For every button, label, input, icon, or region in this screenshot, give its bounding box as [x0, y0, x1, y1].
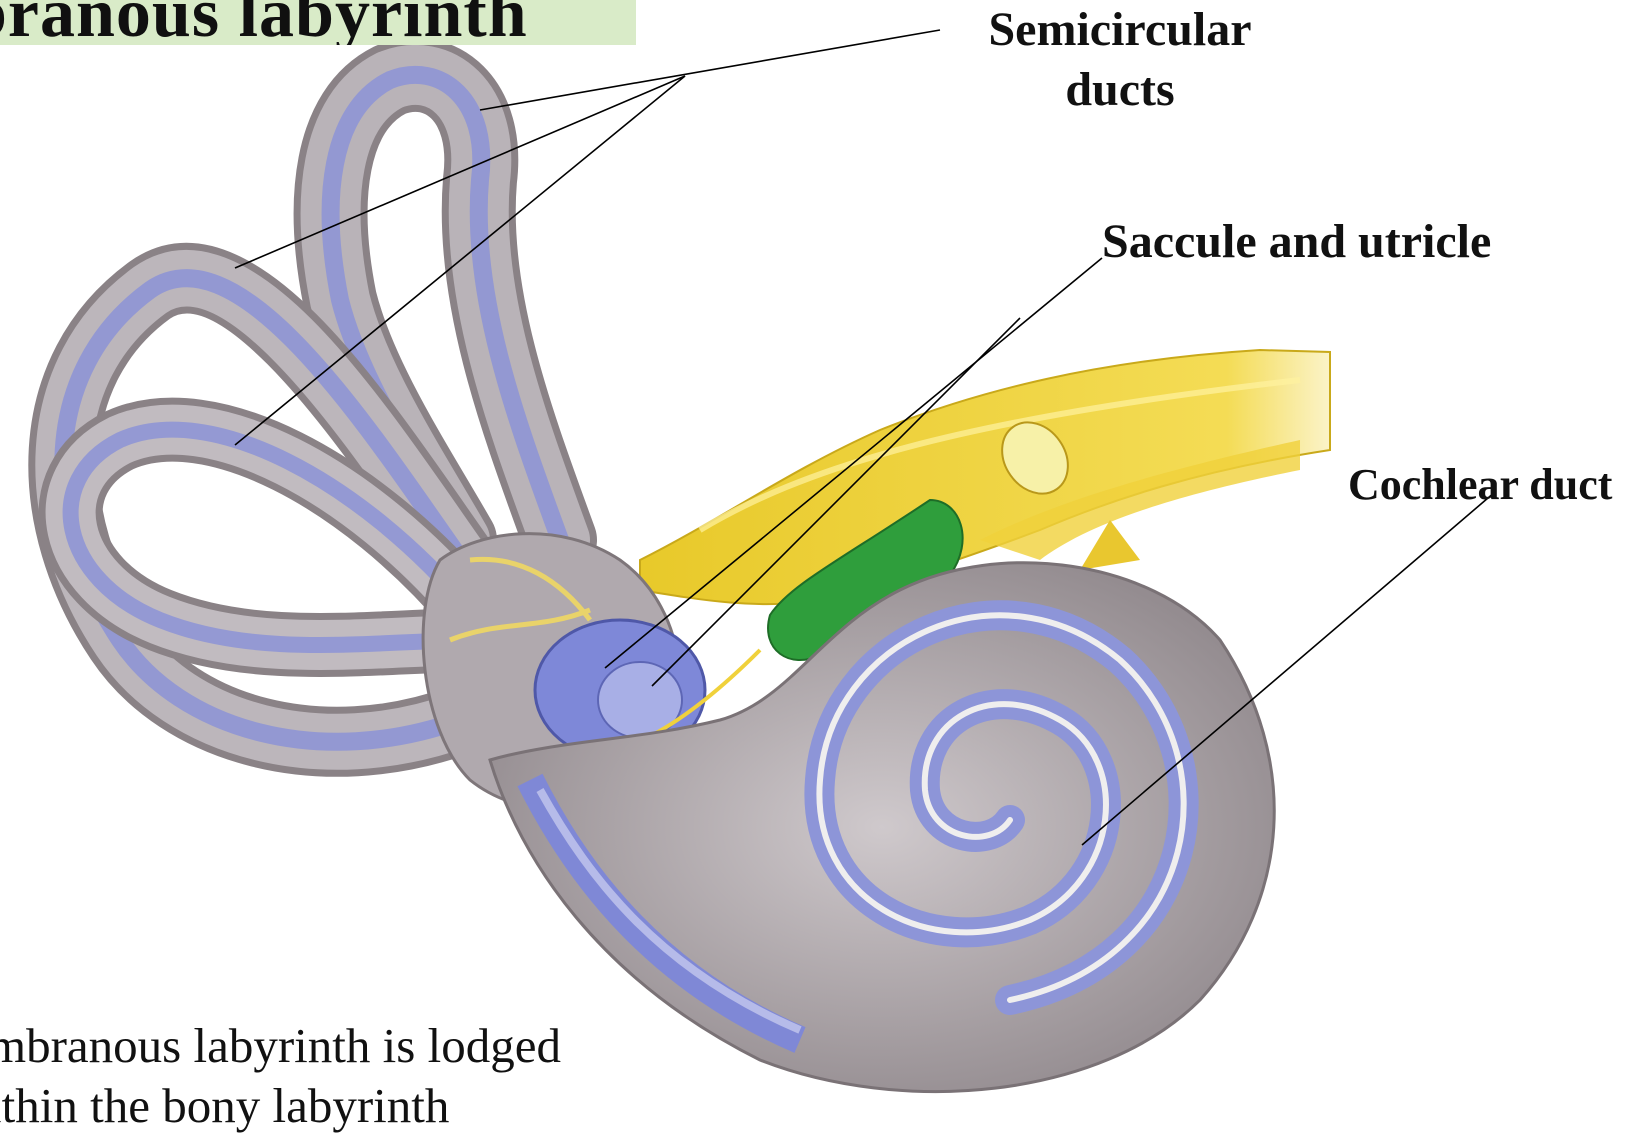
title-box: branous labyrinth [0, 0, 636, 45]
caption-line2: ithin the bony labyrinth [0, 1076, 561, 1136]
label-semicircular-line1: Semicircular [970, 0, 1270, 60]
page-title: branous labyrinth [0, 0, 528, 45]
label-cochlear-duct: Cochlear duct [1348, 455, 1612, 515]
caption: mbranous labyrinth is lodged ithin the b… [0, 1016, 561, 1136]
label-semicircular-line2: ducts [970, 60, 1270, 120]
caption-line1: mbranous labyrinth is lodged [0, 1016, 561, 1076]
label-semicircular-ducts: Semicircular ducts [970, 0, 1270, 120]
label-saccule-utricle: Saccule and utricle [1102, 212, 1491, 272]
